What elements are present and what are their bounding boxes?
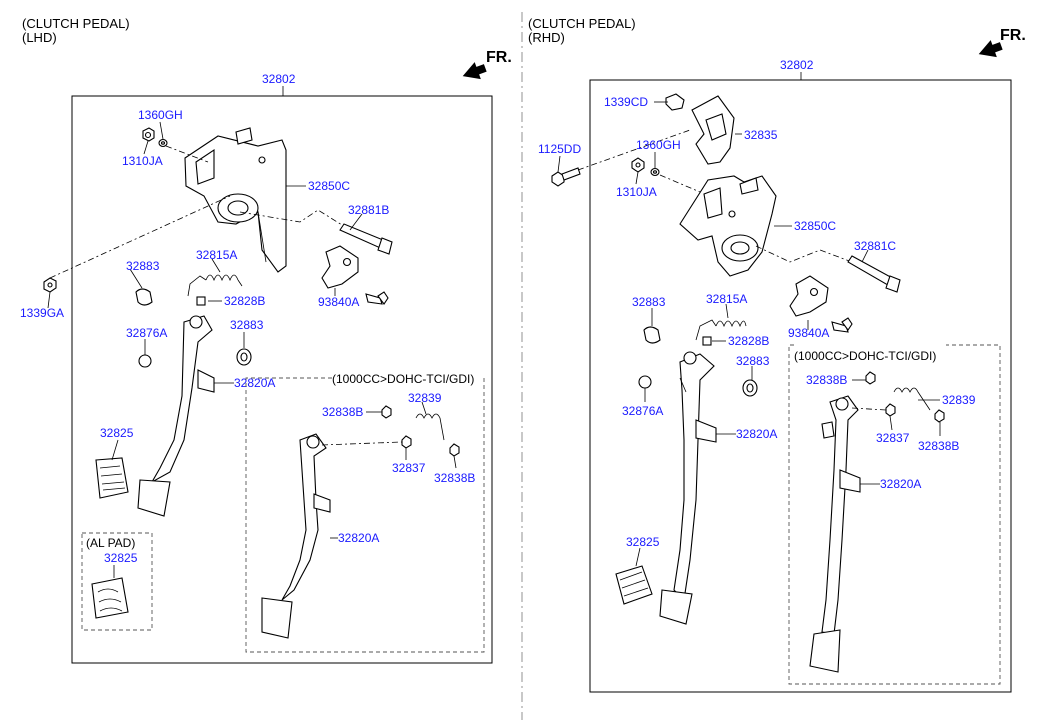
- lhd-label-1339GA[interactable]: 1339GA: [20, 306, 64, 320]
- rhd-label-32820A[interactable]: 32820A: [736, 427, 777, 441]
- rhd-assembly-label[interactable]: 32802: [780, 58, 814, 72]
- rhd-variant-label-32838Ba[interactable]: 32838B: [806, 373, 847, 387]
- lhd-al-pad-label-32825[interactable]: 32825: [104, 551, 138, 565]
- rhd-label-32825[interactable]: 32825: [626, 535, 660, 549]
- rhd-label-32883b[interactable]: 32883: [736, 354, 770, 368]
- rhd-label-1339CD[interactable]: 1339CD: [604, 95, 648, 109]
- rhd-label-93840A[interactable]: 93840A: [788, 326, 829, 340]
- rhd-variant-box: (1000CC>DOHC-TCI/GDI) 32838B 32839 32837…: [788, 344, 1001, 685]
- lhd-label-1310JA[interactable]: 1310JA: [122, 154, 163, 168]
- rhd-label-32850C[interactable]: 32850C: [794, 219, 836, 233]
- rhd-stopper-32876A: [638, 375, 652, 389]
- lhd-spring-32815A: [187, 274, 243, 297]
- lhd-label-32883a[interactable]: 32883: [126, 259, 160, 273]
- rhd-bushing-32883a: [643, 326, 661, 344]
- rhd-label-1360GH[interactable]: 1360GH: [636, 138, 681, 152]
- rhd-section: (CLUTCH PEDAL) (RHD) FR. 32802: [528, 16, 1026, 693]
- rhd-variant-label-32838Bb[interactable]: 32838B: [918, 439, 959, 453]
- lhd-bushing-32883b: [236, 348, 252, 366]
- lhd-label-32825[interactable]: 32825: [100, 426, 134, 440]
- rhd-label-32876A[interactable]: 32876A: [622, 404, 663, 418]
- lhd-label-32883b[interactable]: 32883: [230, 318, 264, 332]
- rhd-nut-1310JA: [631, 157, 645, 173]
- rhd-title-line2: (RHD): [528, 30, 565, 45]
- lhd-variant-label-32837[interactable]: 32837: [392, 461, 426, 475]
- rhd-clip-32828B: [702, 336, 712, 346]
- lhd-variant-label-32838Ba[interactable]: 32838B: [322, 405, 363, 419]
- lhd-label-32876A[interactable]: 32876A: [126, 326, 167, 340]
- rhd-pedal-pad: [615, 565, 653, 605]
- lhd-nut-1339GA: [43, 277, 57, 293]
- front-arrow-icon: [462, 62, 487, 80]
- lhd-washer-1360GH: [158, 138, 168, 148]
- lhd-pedal-pad: [95, 457, 129, 499]
- rhd-bushing-32883b: [742, 379, 758, 397]
- lhd-pedal-arm: [137, 315, 215, 517]
- rhd-label-1125DD[interactable]: 1125DD: [538, 142, 581, 156]
- rhd-title-line1: (CLUTCH PEDAL): [528, 16, 636, 31]
- rhd-washer-1360GH: [650, 167, 660, 177]
- lhd-variant-title: (1000CC>DOHC-TCI/GDI): [332, 372, 474, 386]
- rhd-assembly-box: [589, 79, 1012, 693]
- lhd-variant-label-32838Bb[interactable]: 32838B: [434, 471, 475, 485]
- lhd-label-32820A[interactable]: 32820A: [234, 376, 275, 390]
- rhd-bracket: [679, 175, 777, 277]
- lhd-label-32815A[interactable]: 32815A: [196, 248, 237, 262]
- rhd-label-1310JA[interactable]: 1310JA: [616, 185, 657, 199]
- rhd-fr-label: FR.: [1000, 27, 1026, 44]
- rhd-spring-32815A: [695, 319, 747, 341]
- rhd-variant-label-32837[interactable]: 32837: [876, 431, 910, 445]
- lhd-label-32850C[interactable]: 32850C: [308, 179, 350, 193]
- lhd-bushing-93840A: [321, 245, 389, 305]
- lhd-nut-1310JA: [142, 127, 155, 142]
- rhd-variant-label-32839[interactable]: 32839: [942, 393, 976, 407]
- lhd-assembly-box: [71, 95, 493, 664]
- rhd-nut-1339CD: [665, 93, 685, 111]
- rhd-label-32883a[interactable]: 32883: [632, 295, 666, 309]
- rhd-variant-label-32820A[interactable]: 32820A: [880, 477, 921, 491]
- lhd-bracket: [184, 127, 287, 273]
- rhd-pedal-arm: [659, 351, 717, 625]
- lhd-title-line1: (CLUTCH PEDAL): [22, 16, 130, 31]
- rhd-variant-title: (1000CC>DOHC-TCI/GDI): [794, 349, 936, 363]
- lhd-fr-label: FR.: [486, 49, 512, 66]
- rhd-label-32881C[interactable]: 32881C: [854, 239, 896, 253]
- lhd-bolt-32881B: [339, 223, 393, 255]
- lhd-variant-label-32820A[interactable]: 32820A: [338, 531, 379, 545]
- lhd-title-line2: (LHD): [22, 30, 57, 45]
- lhd-variant-box: (1000CC>DOHC-TCI/GDI) 32838B 32839 32837…: [245, 372, 485, 653]
- rhd-bracket-32835: [691, 95, 735, 165]
- rhd-label-32815A[interactable]: 32815A: [706, 292, 747, 306]
- rhd-bolt-1125DD: [551, 167, 581, 187]
- lhd-bushing-32883a: [135, 288, 153, 306]
- lhd-section: (CLUTCH PEDAL) (LHD) FR. 32802: [20, 16, 512, 664]
- lhd-label-93840A[interactable]: 93840A: [318, 295, 359, 309]
- lhd-variant-label-32839[interactable]: 32839: [408, 391, 442, 405]
- rhd-bushing-93840A: [789, 275, 853, 333]
- lhd-label-32881B[interactable]: 32881B: [348, 203, 389, 217]
- lhd-stopper-32876A: [138, 354, 152, 368]
- lhd-clip-32828B: [196, 296, 206, 306]
- lhd-al-pad-box: (AL PAD) 32825: [81, 532, 153, 631]
- lhd-al-pad-title: (AL PAD): [86, 536, 135, 550]
- rhd-label-32835[interactable]: 32835: [744, 128, 778, 142]
- front-arrow-icon: [978, 40, 1003, 58]
- lhd-assembly-label[interactable]: 32802: [262, 72, 296, 86]
- rhd-bolt-32881C: [847, 255, 901, 293]
- lhd-label-32828B[interactable]: 32828B: [224, 294, 265, 308]
- rhd-label-32828B[interactable]: 32828B: [728, 334, 769, 348]
- lhd-label-1360GH[interactable]: 1360GH: [138, 108, 183, 122]
